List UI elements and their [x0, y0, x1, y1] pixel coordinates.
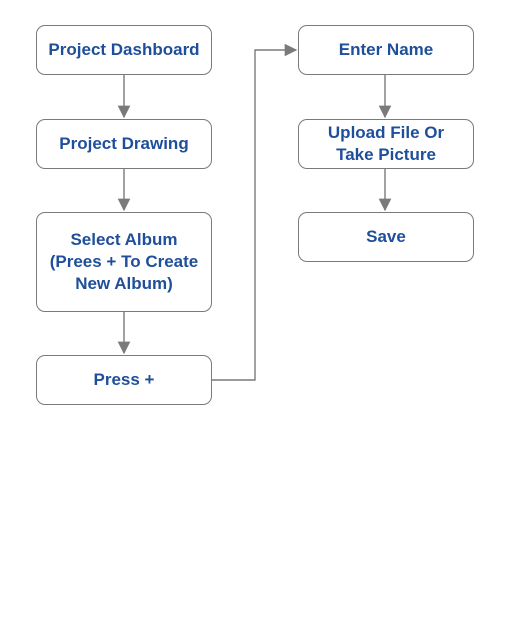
node-label: Enter Name	[338, 40, 434, 59]
node-project-dashboard: Project Dashboard	[36, 25, 212, 75]
arrow-press-plus-to-enter-name	[212, 43, 298, 381]
node-label: Project Drawing	[59, 134, 189, 153]
node-label: Save	[366, 227, 406, 246]
node-project-drawing: Project Drawing	[36, 119, 212, 169]
node-label: Upload File Or Take Picture	[327, 123, 445, 164]
node-enter-name: Enter Name	[298, 25, 474, 75]
node-save: Save	[298, 212, 474, 262]
node-label: Select Album (Prees + To Create New Albu…	[49, 230, 199, 293]
node-press-plus: Press +	[36, 355, 212, 405]
node-select-album: Select Album (Prees + To Create New Albu…	[36, 212, 212, 312]
node-upload-file: Upload File Or Take Picture	[298, 119, 474, 169]
node-label: Press +	[93, 370, 155, 389]
node-label: Project Dashboard	[48, 40, 200, 59]
